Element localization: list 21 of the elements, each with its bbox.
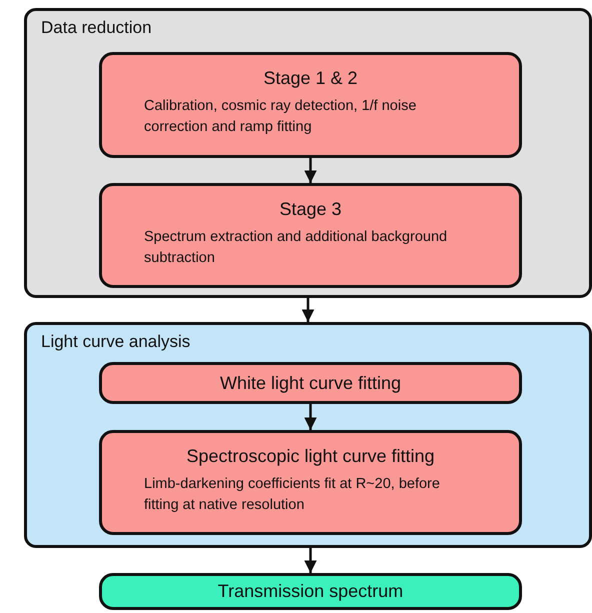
box-title: Stage 1 & 2 xyxy=(263,67,358,90)
box-title: Light curve analysis xyxy=(41,331,190,352)
arrow xyxy=(304,158,317,183)
arrow xyxy=(304,404,317,430)
box-title: Data reduction xyxy=(41,17,152,38)
box-description: Limb-darkening coefficients fit at R~20, before fitting at native resolution xyxy=(143,474,441,516)
box-title: White light curve fitting xyxy=(220,372,402,394)
process-box xyxy=(99,430,522,535)
box-description: Spectrum extraction and additional background subtraction xyxy=(143,228,448,268)
group-panel xyxy=(24,8,592,298)
result-box xyxy=(99,573,522,610)
process-box xyxy=(99,362,522,404)
box-title: Transmission spectrum xyxy=(218,580,404,603)
box-description: Calibration, cosmic ray detection, 1/f noise correction and ramp fitting xyxy=(143,96,418,138)
arrow xyxy=(302,298,314,322)
group-panel xyxy=(24,322,592,548)
arrow xyxy=(304,548,317,573)
box-title: Stage 3 xyxy=(279,198,342,220)
process-box xyxy=(99,183,522,288)
box-title: Spectroscopic light curve fitting xyxy=(186,445,435,468)
process-box xyxy=(99,52,522,158)
